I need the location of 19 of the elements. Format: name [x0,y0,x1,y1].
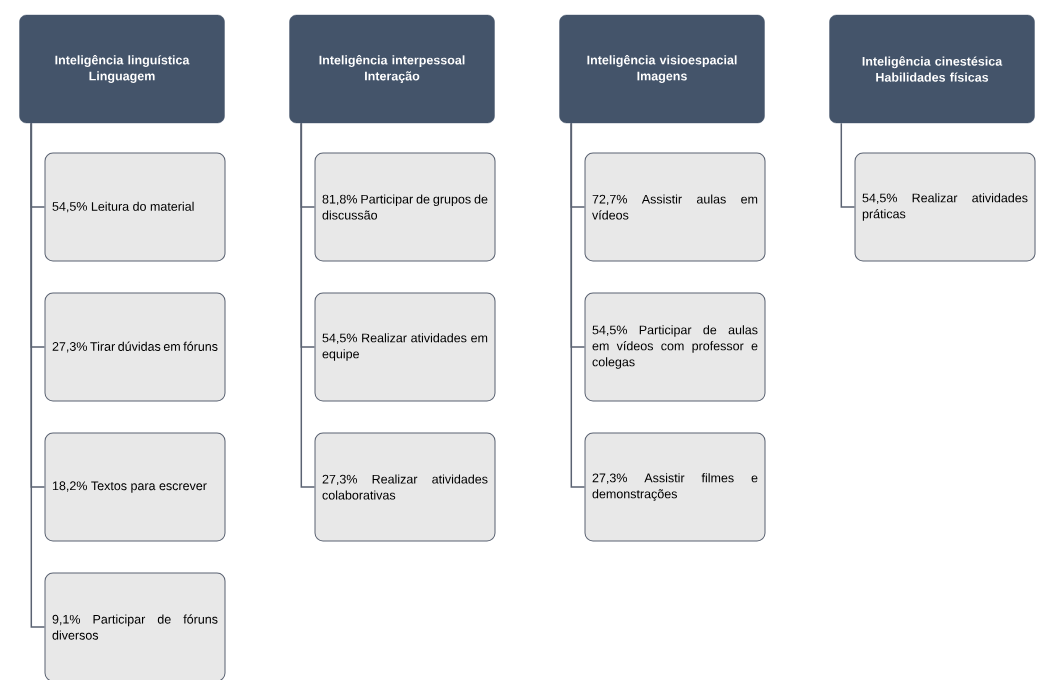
category-box: Inteligência linguística Linguagem [19,14,225,124]
connector-line [30,122,46,628]
item-box: 54,5% Realizar atividades em equipe [314,292,496,402]
item-box: 27,3% Tirar dúvidas em fóruns [44,292,226,402]
item-box: 54,5% Participar de aulas em vídeos com professor e colegas [584,292,766,402]
connector-line [570,122,586,488]
item-box: 27,3% Realizar atividades colaborativas [314,432,496,542]
item-box: 81,8% Participar de grupos de discussão [314,152,496,262]
item-box: 54,5% Leitura do material [44,152,226,262]
category-box: Inteligência cinestésica Habilidades físicas [829,14,1035,124]
item-box: 72,7% Assistir aulas em vídeos [584,152,766,262]
connector-line [840,122,856,208]
item-box: 9,1% Participar de fóruns diversos [44,572,226,680]
item-box: 54,5% Realizar atividades práticas [854,152,1036,262]
item-box: 27,3% Assistir filmes e demonstrações [584,432,766,542]
item-box: 18,2% Textos para escrever [44,432,226,542]
connector-line [300,122,316,488]
category-box: Inteligência visioespacial Imagens [559,14,765,124]
category-box: Inteligência interpessoal Interação [289,14,495,124]
